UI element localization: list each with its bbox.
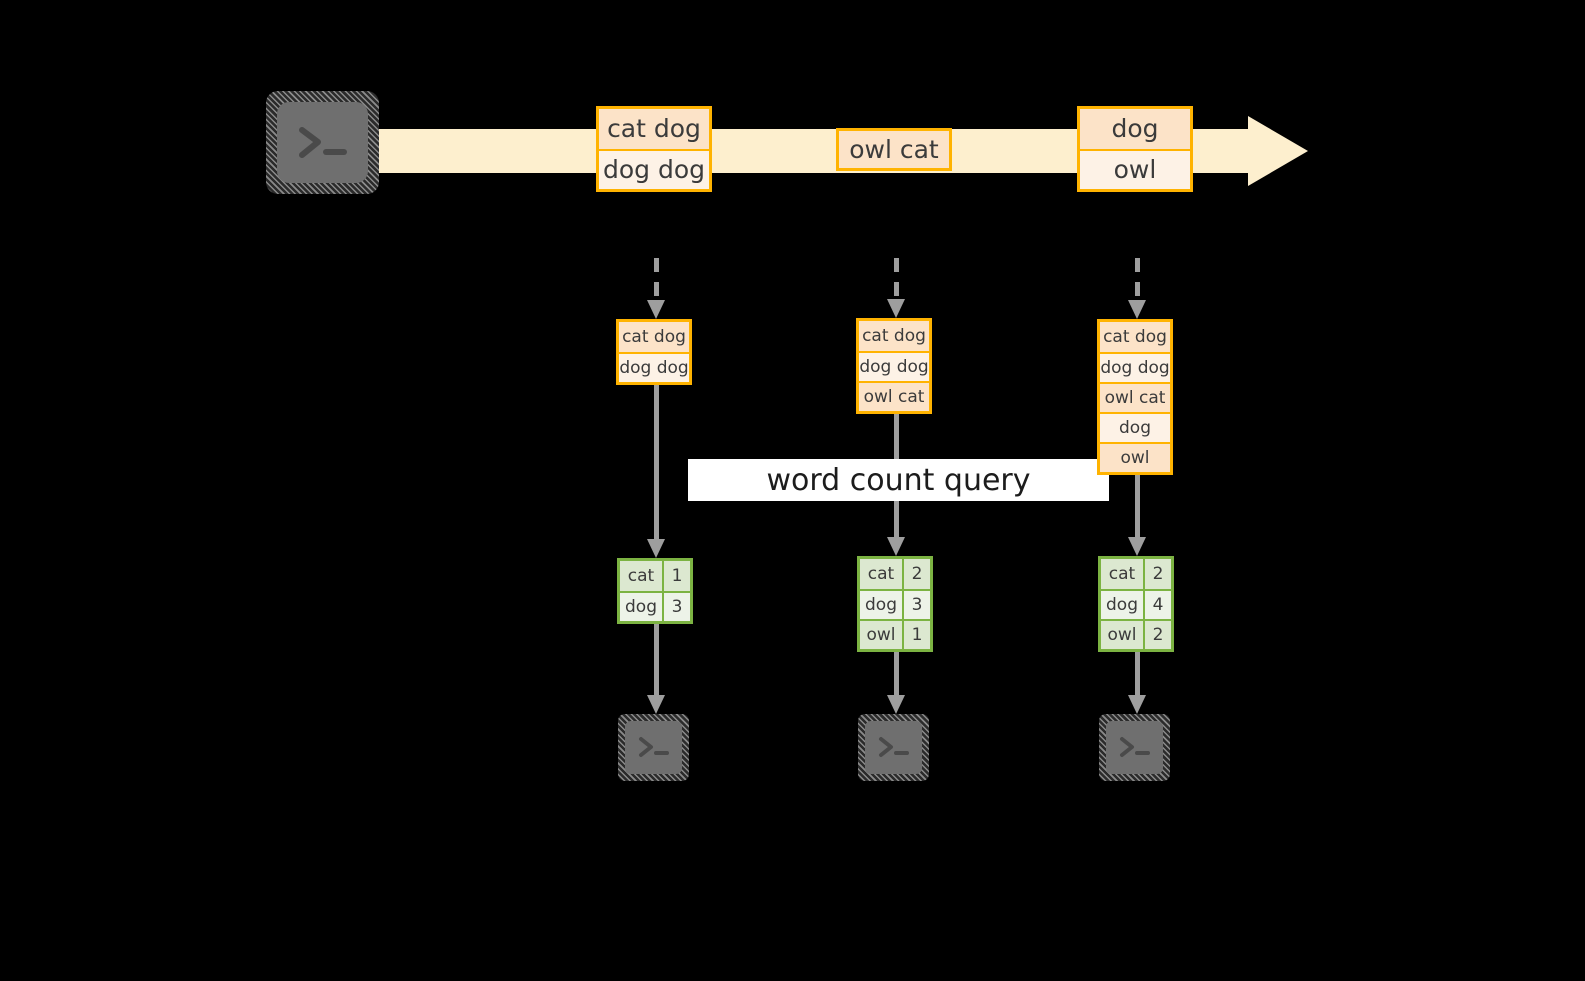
query-label-band: word count query	[688, 459, 1109, 501]
result-count: 2	[904, 559, 930, 589]
sink-arrow-line	[894, 652, 899, 695]
input-table-3[interactable]: cat dog dog dog owl cat dog owl	[1097, 319, 1173, 475]
result-count: 1	[904, 621, 930, 649]
stream-arrow-head	[1248, 116, 1308, 186]
terminal-prompt-glyph	[618, 714, 689, 781]
input-row: owl cat	[859, 381, 929, 411]
input-row: cat dog	[859, 321, 929, 351]
stream-record-line: owl cat	[839, 131, 949, 168]
trigger-arrow-head	[887, 299, 905, 318]
result-count: 3	[664, 593, 690, 621]
stream-record-1[interactable]: cat dog dog dog	[596, 106, 712, 192]
sink-arrow-head	[887, 695, 905, 714]
query-arrow-head	[1128, 537, 1146, 556]
input-row: owl cat	[1100, 382, 1170, 412]
input-row: cat dog	[1100, 322, 1170, 352]
result-count: 3	[904, 591, 930, 619]
stream-record-line: cat dog	[599, 109, 709, 149]
sink-arrow-head	[1128, 695, 1146, 714]
input-row: cat dog	[619, 322, 689, 352]
result-word: owl	[860, 621, 904, 649]
trigger-arrow-head	[1128, 300, 1146, 319]
input-table-2[interactable]: cat dog dog dog owl cat	[856, 318, 932, 414]
input-row: dog dog	[1100, 352, 1170, 382]
result-table-3[interactable]: cat 2 dog 4 owl 2	[1098, 556, 1174, 652]
sink-terminal-icon-2[interactable]	[858, 714, 929, 781]
input-row: dog	[1100, 412, 1170, 442]
result-row: owl 1	[860, 619, 930, 649]
trigger-arrow-line	[894, 258, 899, 299]
result-row: dog 3	[620, 591, 690, 621]
sink-terminal-icon-3[interactable]	[1099, 714, 1170, 781]
terminal-body	[865, 721, 922, 774]
input-row: owl	[1100, 442, 1170, 472]
sink-arrow-head	[647, 695, 665, 714]
trigger-arrow-line	[1135, 258, 1140, 300]
trigger-arrow-line	[654, 258, 659, 300]
result-word: cat	[1101, 559, 1145, 589]
result-word: owl	[1101, 621, 1145, 649]
input-row: dog dog	[619, 352, 689, 382]
stream-record-line: dog	[1080, 109, 1190, 149]
result-table-1[interactable]: cat 1 dog 3	[617, 558, 693, 624]
query-arrow-head	[647, 539, 665, 558]
result-row: owl 2	[1101, 619, 1171, 649]
result-count: 2	[1145, 621, 1171, 649]
result-count: 4	[1145, 591, 1171, 619]
result-word: dog	[1101, 591, 1145, 619]
terminal-prompt-glyph	[1099, 714, 1170, 781]
query-label: word count query	[766, 462, 1031, 498]
trigger-arrow-head	[647, 300, 665, 319]
terminal-body	[277, 102, 368, 183]
result-row: dog 4	[1101, 589, 1171, 619]
result-word: dog	[860, 591, 904, 619]
terminal-body	[1106, 721, 1163, 774]
sink-terminal-icon-1[interactable]	[618, 714, 689, 781]
terminal-prompt-glyph	[266, 91, 379, 194]
input-row: dog dog	[859, 351, 929, 381]
result-count: 2	[1145, 559, 1171, 589]
sink-arrow-line	[654, 624, 659, 695]
result-table-2[interactable]: cat 2 dog 3 owl 1	[857, 556, 933, 652]
terminal-body	[625, 721, 682, 774]
stream-record-line: dog dog	[599, 148, 709, 189]
stream-record-2[interactable]: owl cat	[836, 128, 952, 171]
result-count: 1	[664, 561, 690, 591]
result-word: cat	[620, 561, 664, 591]
result-row: cat 2	[860, 559, 930, 589]
sink-arrow-line	[1135, 652, 1140, 695]
stream-record-3[interactable]: dog owl	[1077, 106, 1193, 192]
terminal-prompt-glyph	[858, 714, 929, 781]
query-arrow-line	[654, 385, 659, 539]
stream-record-line: owl	[1080, 148, 1190, 189]
result-row: cat 1	[620, 561, 690, 591]
result-row: cat 2	[1101, 559, 1171, 589]
result-word: dog	[620, 593, 664, 621]
result-word: cat	[860, 559, 904, 589]
input-table-1[interactable]: cat dog dog dog	[616, 319, 692, 385]
source-terminal-icon[interactable]	[266, 91, 379, 194]
result-row: dog 3	[860, 589, 930, 619]
query-arrow-head	[887, 537, 905, 556]
query-arrow-line	[1135, 475, 1140, 537]
